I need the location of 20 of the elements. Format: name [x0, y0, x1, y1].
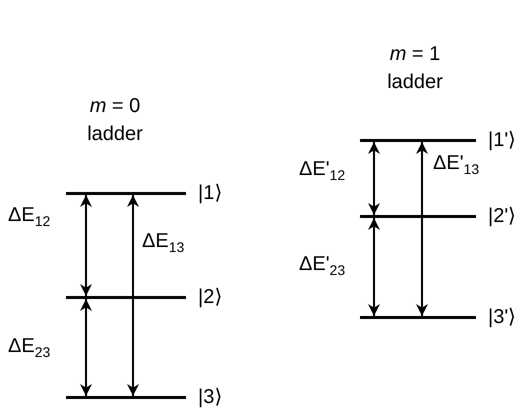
state-label: |2'⟩	[488, 205, 516, 227]
double-arrow	[368, 142, 380, 215]
double-arrow	[80, 299, 92, 396]
ladder-title: m = 0 ladder	[86, 94, 144, 147]
edge-label: ΔE$_{13}$	[142, 230, 184, 257]
edge-label: ΔE$_{23}$	[8, 335, 50, 362]
state-label: |2⟩	[198, 286, 222, 308]
double-arrow	[416, 142, 428, 316]
edge-label: ΔE'$_{23}$	[299, 253, 346, 280]
double-arrow	[368, 218, 380, 316]
double-arrow	[80, 195, 92, 296]
state-label: |1'⟩	[488, 129, 516, 151]
ladder-title: m = 1 ladder	[386, 42, 444, 95]
edge-label: ΔE'$_{13}$	[433, 152, 480, 179]
state-label: |3⟩	[198, 386, 222, 408]
edge-label: ΔE$_{12}$	[8, 204, 50, 231]
double-arrow	[127, 195, 139, 396]
state-label: |3'⟩	[488, 306, 516, 328]
state-label: |1⟩	[198, 182, 222, 204]
edge-label: ΔE'$_{12}$	[299, 158, 346, 185]
